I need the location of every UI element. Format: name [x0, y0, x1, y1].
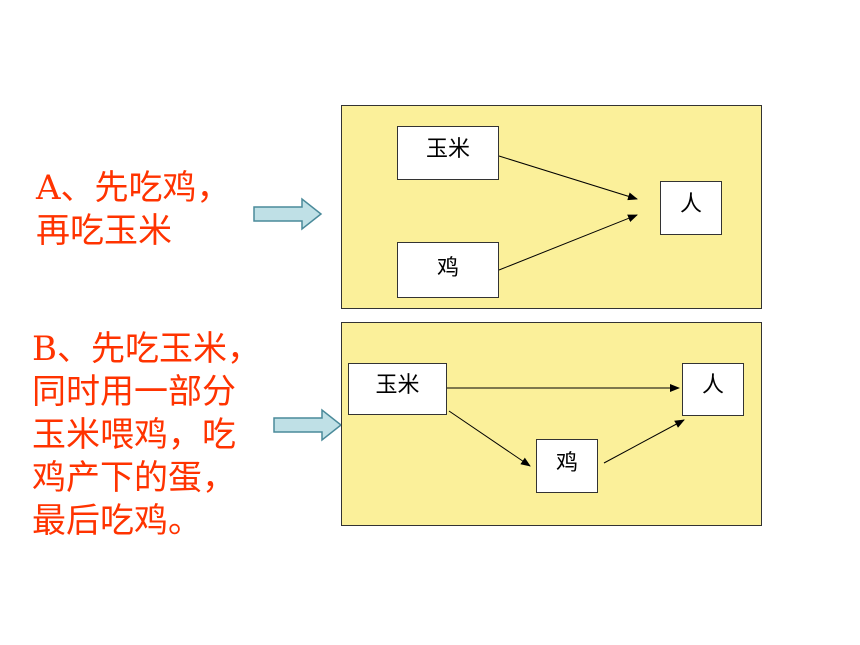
option-a-connectors: [498, 155, 638, 271]
edge-chicken-to-person: [498, 214, 638, 271]
edge-corn-to-chicken: [448, 410, 531, 467]
edge-corn-to-person: [498, 155, 638, 201]
node-chicken: 鸡: [397, 242, 499, 298]
option-a-diagram-panel: 玉米 鸡 人: [341, 105, 762, 309]
option-b-line-1: B、先吃玉米，: [32, 329, 261, 369]
right-block-arrow-icon: [253, 197, 323, 231]
node-person: 人: [660, 181, 722, 235]
node-chicken: 鸡: [536, 439, 598, 493]
edge-chicken-to-person: [603, 419, 685, 464]
node-corn: 玉米: [397, 126, 499, 180]
right-block-arrow-icon: [273, 408, 343, 442]
node-corn: 玉米: [348, 363, 447, 415]
option-b-connectors: [447, 384, 685, 467]
option-a-line-2: 再吃玉米: [36, 211, 172, 251]
node-person: 人: [682, 363, 744, 416]
option-b-line-2: 同时用一部分: [32, 372, 236, 412]
option-a-line-1: A、先吃鸡，: [36, 168, 231, 208]
option-b-line-4: 鸡产下的蛋，: [32, 458, 236, 498]
option-b-diagram-panel: 玉米 鸡 人: [341, 322, 762, 526]
option-b-caption: B、先吃玉米， 同时用一部分 玉米喂鸡，吃 鸡产下的蛋， 最后吃鸡。: [32, 328, 261, 543]
option-b-line-5: 最后吃鸡。: [32, 501, 202, 541]
option-b-line-3: 玉米喂鸡，吃: [32, 415, 236, 455]
option-a-caption: A、先吃鸡， 再吃玉米: [36, 167, 231, 253]
